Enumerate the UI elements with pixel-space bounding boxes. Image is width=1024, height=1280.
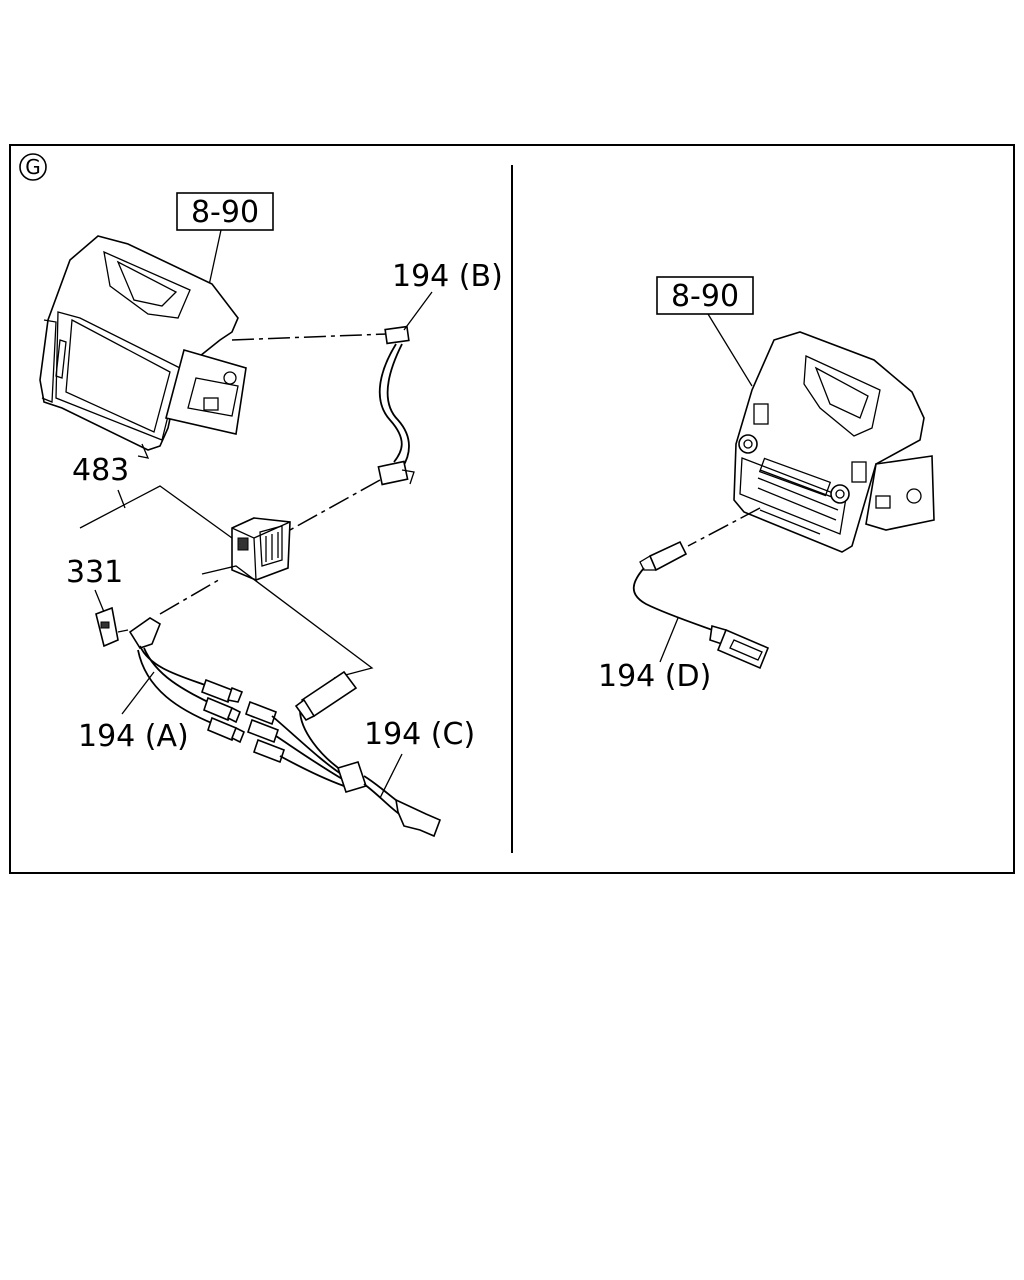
leader-line-harness-b <box>403 291 433 331</box>
unit-reference-label-right: 8-90 <box>671 279 739 314</box>
label-harness-c: 194 (C) <box>364 717 475 752</box>
label-harness-d: 194 (D) <box>598 659 711 694</box>
leader-line-harness-a <box>121 671 155 715</box>
rca-plug-2 <box>203 696 242 724</box>
label-part-483: 483 <box>72 453 129 488</box>
connection-line-b <box>231 333 387 341</box>
diagram-frame <box>9 144 1015 874</box>
connection-line-harness-a <box>159 577 223 615</box>
section-marker-letter: G <box>25 155 41 179</box>
label-harness-b: 194 (B) <box>392 259 503 294</box>
harness-ac <box>128 617 442 838</box>
connection-line-d <box>687 507 761 547</box>
part-331-clip <box>95 606 129 648</box>
left-panel: 8-90 194 (B) <box>39 192 503 838</box>
head-unit-buttons <box>733 331 935 553</box>
bracket-483 <box>79 485 233 539</box>
module-483 <box>231 517 291 581</box>
leader-line-483 <box>117 489 126 509</box>
section-marker: G <box>19 153 47 181</box>
projection-plane <box>201 565 374 679</box>
unit-reference-box-right: 8-90 <box>656 276 754 315</box>
leader-line-harness-c <box>379 753 403 799</box>
leader-line-unit-left <box>207 229 222 291</box>
right-panel: 8-90 <box>598 276 935 694</box>
label-part-331: 331 <box>66 555 123 590</box>
rca-jack-3 <box>252 738 286 764</box>
unit-reference-box-left: 8-90 <box>176 192 274 231</box>
rca-plug-1 <box>200 678 244 704</box>
connection-line-module <box>289 479 381 531</box>
unit-reference-label-left: 8-90 <box>191 195 259 230</box>
harness-b <box>377 325 415 486</box>
leader-line-harness-d <box>659 617 679 663</box>
rca-jack-1 <box>244 700 278 726</box>
harness-d-usb <box>632 540 770 670</box>
leader-line-unit-right <box>707 313 753 387</box>
rca-jack-2 <box>246 718 280 744</box>
head-unit-display <box>39 235 247 459</box>
rca-plug-3 <box>207 716 246 744</box>
label-harness-a: 194 (A) <box>78 719 189 754</box>
leader-line-331 <box>94 589 105 613</box>
